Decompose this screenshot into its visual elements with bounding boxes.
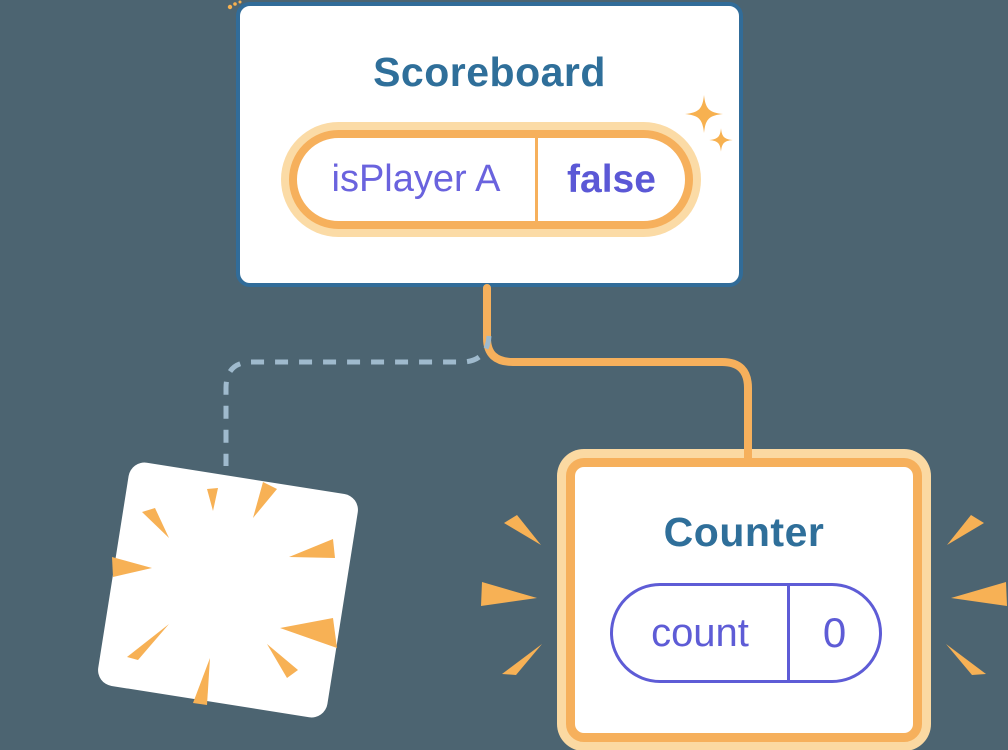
emphasis-ray-icon (481, 515, 1007, 675)
state-name-cell: isPlayer A (297, 138, 538, 221)
counter-title: Counter (663, 509, 825, 555)
scoreboard-title: Scoreboard (373, 49, 606, 95)
count-name-cell: count (613, 586, 790, 680)
counter-card: Counter count 0 (566, 458, 922, 742)
count-value-cell: 0 (790, 586, 879, 680)
scoreboard-card: Scoreboard isPlayer A false (236, 2, 743, 287)
counter-state-pill: count 0 (610, 583, 882, 683)
state-value-cell: false (538, 138, 685, 221)
count-name-label: count (651, 610, 749, 655)
count-value-label: 0 (822, 609, 847, 656)
poof-icon (98, 462, 358, 718)
scoreboard-state-pill: isPlayer A false (289, 130, 693, 229)
state-name-label: isPlayer A (331, 158, 501, 200)
state-value-label: false (567, 157, 656, 201)
